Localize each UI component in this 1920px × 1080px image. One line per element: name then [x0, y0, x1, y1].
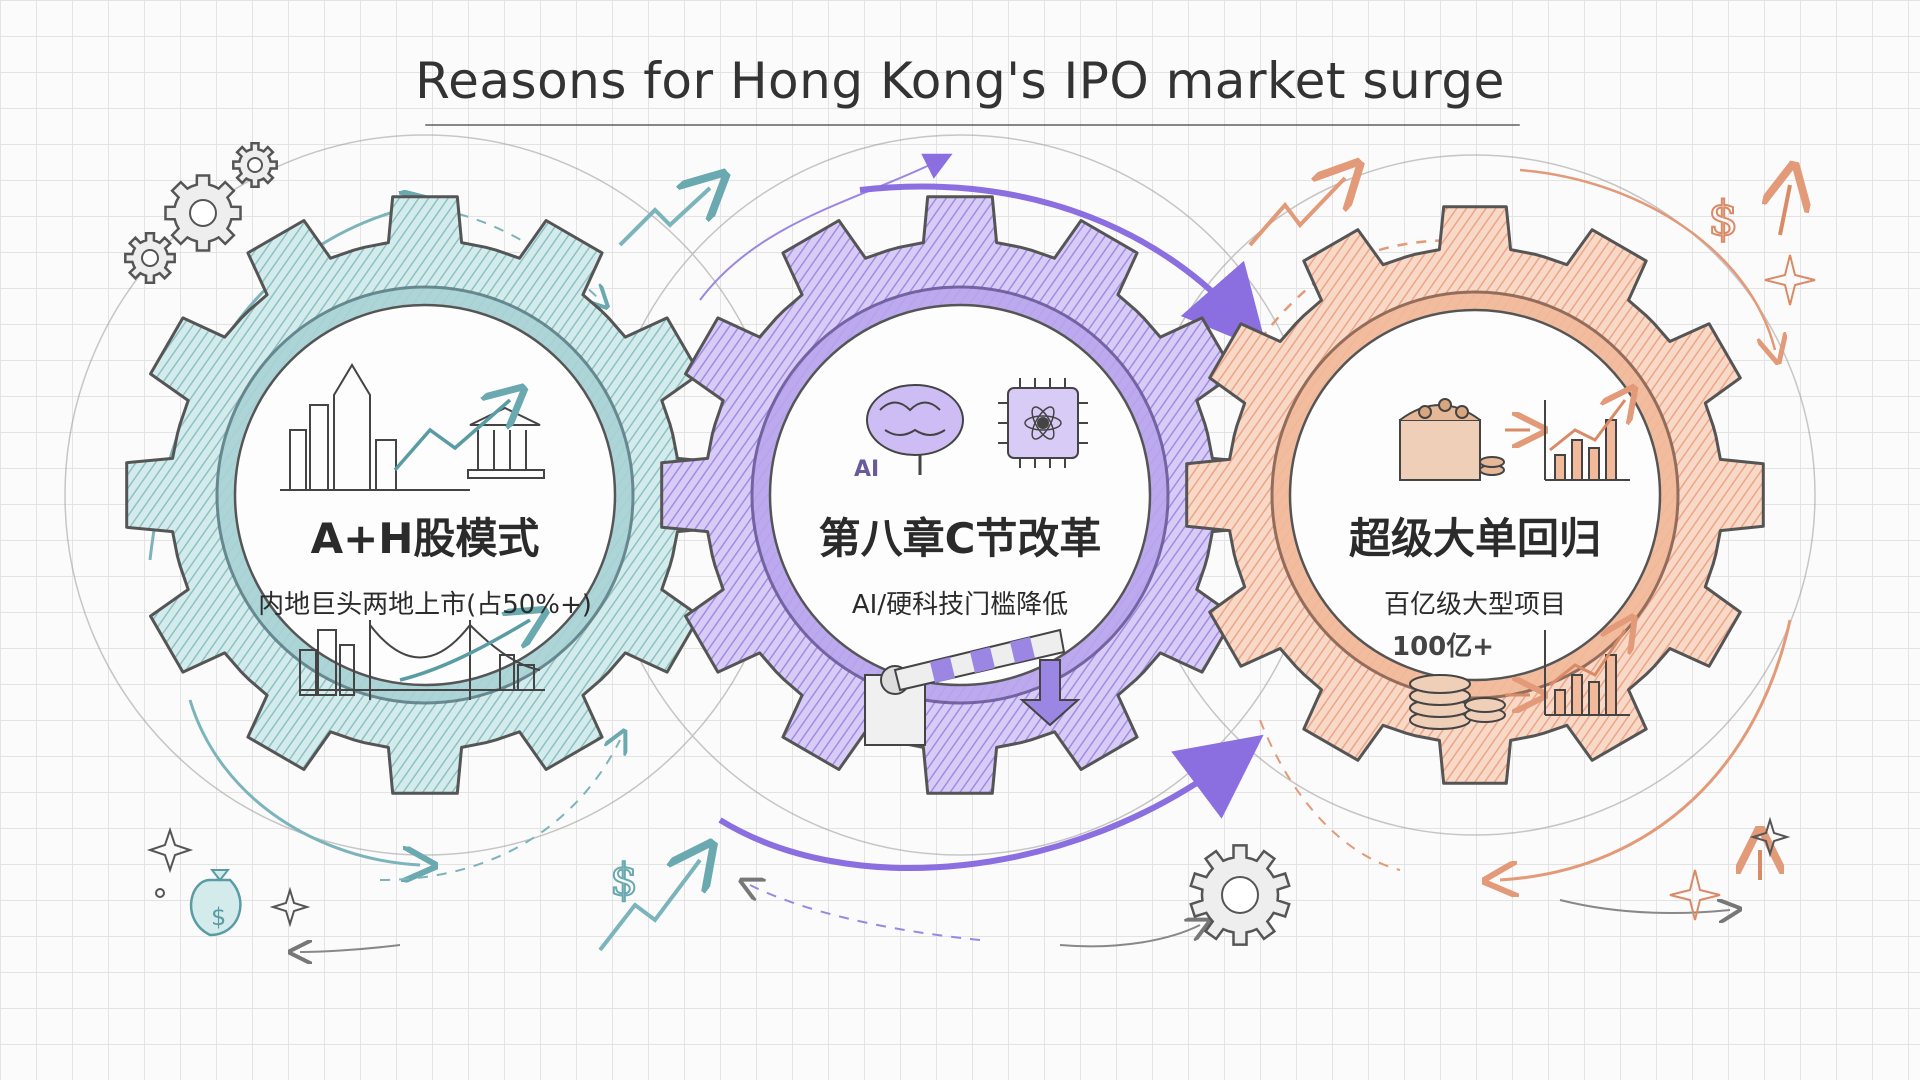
flow-arrows	[148, 153, 1792, 952]
gear-ah-share-title: A+H股模式	[310, 514, 540, 563]
trend-up-icon	[393, 400, 510, 472]
ai-label: AI	[854, 457, 879, 482]
page-title: Reasons for Hong Kong's IPO market surge	[415, 52, 1505, 110]
gear-mega-deals-title: 超级大单回归	[1348, 514, 1601, 563]
coin-stack-icon: 100亿+	[1392, 632, 1506, 730]
small-gear-icon-top-left	[124, 142, 1291, 946]
gear-mega-deals: 超级大单回归 百亿级大型项目	[1255, 505, 1695, 621]
svg-text:$: $	[211, 903, 226, 931]
sparkle-icon	[146, 254, 1816, 928]
down-arrow-icon	[1019, 659, 1081, 727]
svg-text:$: $	[610, 855, 638, 906]
bar-chart-icon-bottom	[1544, 630, 1630, 716]
gear-orange	[1185, 205, 1765, 785]
skyline-icon	[280, 363, 470, 491]
gears-layer	[125, 195, 1765, 795]
dollar-icon: $ $	[609, 190, 1740, 907]
small-gear-icon	[232, 142, 278, 188]
gear-ah-share: A+H股模式 内地巨头两地上市(占50%+)	[205, 505, 645, 621]
title-underline	[425, 124, 1520, 126]
hundred-billion-label: 100亿+	[1392, 632, 1494, 662]
gear-chapter-18c-title: 第八章C节改革	[818, 514, 1102, 563]
small-gear-icon	[164, 174, 242, 252]
barrier-gate-icon	[864, 628, 1066, 746]
gear-chapter-18c-subtitle: AI/硬科技门槛降低	[851, 590, 1069, 620]
gear-teal	[125, 195, 725, 795]
treasure-chest-icon	[1399, 398, 1505, 481]
gear-chapter-18c: 第八章C节改革 AI/硬科技门槛降低	[740, 505, 1180, 621]
arrow-right-icon	[1505, 430, 1530, 695]
brain-icon: AI	[854, 384, 964, 482]
bridge-skyline-icon	[299, 620, 545, 700]
bar-chart-icon	[1544, 400, 1630, 481]
chip-icon	[998, 378, 1088, 468]
gear-mega-deals-subtitle: 百亿级大型项目	[1383, 590, 1566, 620]
trend-up-icon-bottom	[399, 620, 530, 682]
small-gear-icon	[1189, 844, 1291, 946]
gear-ah-share-subtitle: 内地巨头两地上市(占50%+)	[258, 590, 592, 620]
decor-trend-arrows	[598, 178, 1790, 952]
money-bag-icon: $	[190, 869, 242, 937]
svg-text:$: $	[1708, 191, 1739, 247]
small-gear-icon	[124, 232, 176, 284]
gear-purple	[660, 195, 1260, 795]
